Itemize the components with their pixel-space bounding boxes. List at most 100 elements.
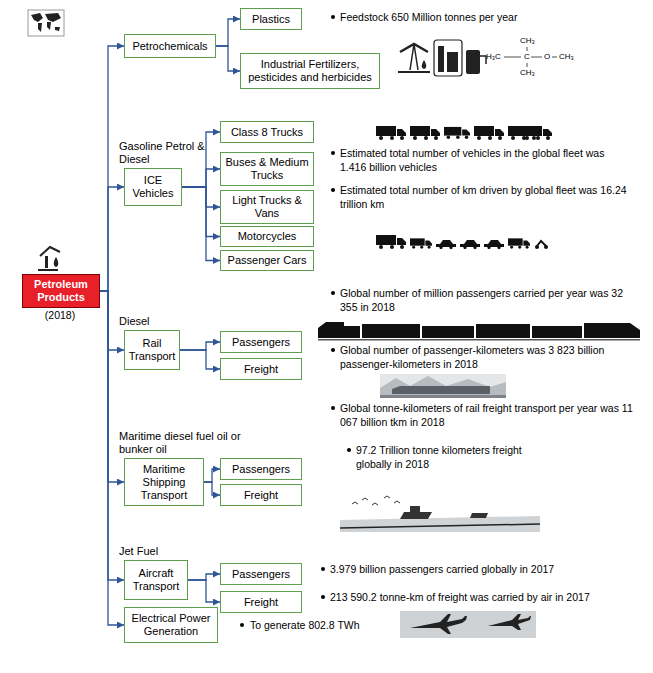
illustration-part bbox=[460, 240, 480, 249]
process-box: Freight bbox=[220, 591, 302, 613]
illustration-part bbox=[240, 623, 244, 627]
illustration-part bbox=[340, 524, 540, 528]
illustration-part bbox=[331, 151, 335, 155]
box-label: Plastics bbox=[252, 13, 290, 26]
note-text: (2018) bbox=[38, 308, 82, 322]
process-box: Passengers bbox=[220, 331, 302, 353]
illustration-part bbox=[410, 238, 432, 248]
note-text: Feedstock 650 Million tonnes per year bbox=[340, 10, 640, 24]
formula-atom: CH₃ bbox=[559, 52, 574, 62]
vehicle-silhouettes bbox=[376, 235, 548, 249]
box-label: Petrochemicals bbox=[132, 40, 207, 53]
illustration-part bbox=[31, 13, 43, 22]
train-silhouette bbox=[318, 322, 640, 341]
formula-atom: O bbox=[544, 52, 550, 62]
box-label: ICE Vehicles bbox=[129, 174, 177, 200]
note-text: 97.2 Trillion tonne kilometers freight g… bbox=[356, 443, 526, 471]
world-map-icon bbox=[28, 10, 64, 36]
connector-arrow bbox=[216, 46, 240, 71]
illustration-part bbox=[537, 241, 546, 246]
box-label: Maritime Shipping Transport bbox=[129, 463, 199, 502]
illustration-part bbox=[508, 238, 530, 248]
process-box: Motorcycles bbox=[220, 226, 314, 247]
illustration-part bbox=[40, 247, 60, 256]
box-label: Aircraft Transport bbox=[129, 567, 183, 593]
box-label: Industrial Fertilizers, pesticides and h… bbox=[245, 58, 375, 84]
box-label: Freight bbox=[244, 489, 278, 502]
connector-arrow bbox=[182, 187, 220, 261]
illustration-part bbox=[376, 235, 406, 249]
illustration-part bbox=[410, 506, 420, 512]
illustration-part bbox=[38, 269, 58, 271]
illustration-part bbox=[331, 15, 335, 19]
connector-arrow bbox=[180, 342, 220, 350]
illustration-part bbox=[38, 23, 42, 32]
illustration-part bbox=[584, 323, 640, 338]
process-box: Passengers bbox=[220, 458, 302, 480]
illustration-part bbox=[466, 50, 480, 74]
category-box: Maritime diesel fuel oil or bunker oilMa… bbox=[124, 458, 204, 506]
illustration-part bbox=[400, 512, 432, 519]
illustration-part bbox=[532, 326, 582, 338]
box-label: Electrical Power Generation bbox=[129, 612, 213, 638]
connector-arrow bbox=[204, 469, 220, 482]
illustration-part bbox=[488, 614, 531, 630]
illustration-part bbox=[400, 611, 536, 638]
connector-arrow bbox=[188, 580, 220, 602]
box-label: Passengers bbox=[232, 463, 290, 476]
illustration-part bbox=[444, 127, 470, 139]
root-box: Petroleum Products bbox=[22, 274, 100, 308]
note-text: To generate 802.8 TWh bbox=[250, 618, 390, 632]
illustration-part bbox=[392, 386, 490, 394]
note-text: Global number of million passengers carr… bbox=[340, 286, 640, 314]
process-box: Class 8 Trucks bbox=[220, 121, 314, 143]
category-box: DieselRail Transport bbox=[124, 330, 180, 370]
fuel-heading: Gasoline Petrol & Diesel bbox=[119, 140, 211, 166]
connector-arrow bbox=[100, 187, 124, 291]
illustration-part bbox=[321, 595, 325, 599]
connector-arrow bbox=[100, 46, 124, 291]
illustration-part bbox=[422, 60, 427, 69]
connector-arrow bbox=[182, 187, 220, 207]
illustration-part bbox=[318, 339, 640, 341]
bullet-dots bbox=[240, 15, 351, 627]
illustration-part bbox=[522, 126, 552, 140]
illustration-part bbox=[380, 376, 506, 398]
process-box: Freight bbox=[220, 358, 302, 380]
fuel-heading: Diesel bbox=[119, 315, 179, 328]
train-photo bbox=[380, 374, 506, 398]
illustration-part bbox=[436, 240, 456, 249]
formula-atom: H₃C bbox=[486, 52, 501, 62]
formula-atom: CH₃ bbox=[520, 36, 535, 46]
illustration-part bbox=[28, 10, 64, 36]
formula-atom: CH₃ bbox=[520, 68, 535, 78]
process-box: Buses & Medium Trucks bbox=[220, 152, 314, 186]
illustration-part bbox=[422, 326, 474, 338]
formula-atom: C bbox=[524, 52, 530, 62]
connector-arrow bbox=[216, 19, 240, 46]
petroleum-icon bbox=[38, 247, 60, 270]
connector-arrow bbox=[100, 291, 124, 625]
illustration-part bbox=[504, 47, 557, 67]
illustration-part bbox=[380, 395, 506, 398]
illustration-part bbox=[331, 406, 335, 410]
connector-arrow bbox=[204, 482, 220, 495]
box-label: Petroleum Products bbox=[27, 278, 95, 304]
box-label: Passenger Cars bbox=[228, 254, 307, 267]
note-text: 213 590.2 tonne-km of freight was carrie… bbox=[330, 590, 645, 604]
process-box: Freight bbox=[220, 484, 302, 506]
illustration-part bbox=[484, 240, 504, 249]
illustration-part bbox=[410, 126, 440, 140]
box-label: Freight bbox=[244, 363, 278, 376]
illustration-part bbox=[331, 291, 335, 295]
process-box: Passenger Cars bbox=[220, 250, 314, 271]
illustration-part bbox=[352, 496, 400, 505]
box-label: Buses & Medium Trucks bbox=[225, 156, 309, 182]
illustration-part bbox=[45, 13, 61, 22]
fuel-heading: Jet Fuel bbox=[119, 545, 179, 558]
illustration-part bbox=[321, 567, 325, 571]
illustration-part bbox=[376, 126, 406, 140]
vehicle-silhouettes bbox=[376, 126, 552, 140]
category-box: Jet FuelAircraft Transport bbox=[124, 560, 188, 600]
